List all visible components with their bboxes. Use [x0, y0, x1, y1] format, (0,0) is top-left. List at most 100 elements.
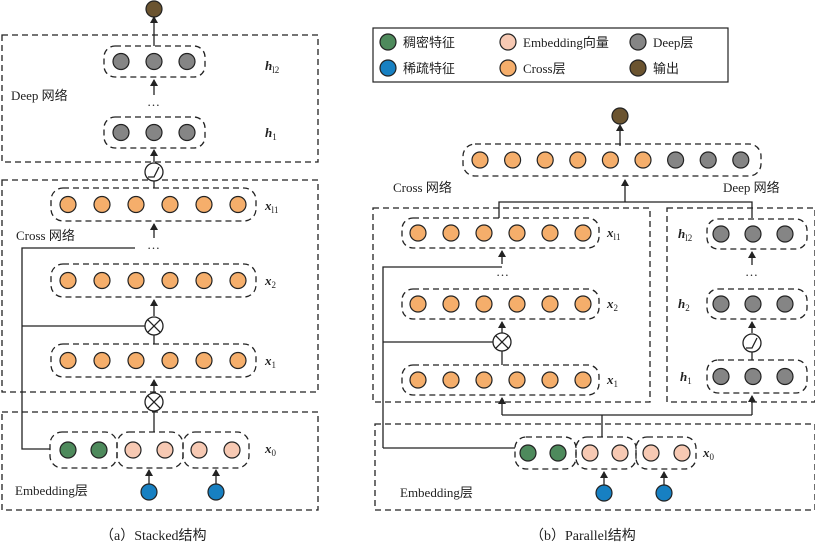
stacked-embedding-label: Embedding层 [15, 483, 88, 498]
embedding-group [116, 431, 184, 469]
embedding-node [673, 444, 691, 462]
stacked-cross-label: Cross 网络 [16, 228, 75, 243]
stacked-cross-network-box [1, 179, 319, 393]
cross-node [541, 224, 559, 242]
parallel-deep-network-box [666, 207, 815, 403]
cross-nodes [59, 271, 247, 290]
activation-icon-glyph [148, 166, 160, 178]
var-h-2: h2 [678, 296, 690, 313]
cross-node [536, 151, 554, 169]
cross-product-glyph [147, 319, 161, 333]
var-h-1: h1 [680, 369, 692, 386]
dense-node [59, 441, 77, 459]
cross-node [508, 371, 526, 389]
stacked-deep-label: Deep 网络 [11, 88, 68, 103]
deep-node [712, 367, 730, 386]
cross-layer-x-1 [50, 343, 257, 378]
cross-nodes [409, 224, 592, 242]
legend-label-cross: Cross层 [523, 61, 566, 76]
deep-layer-h-1 [706, 359, 808, 394]
activation-icon [742, 333, 762, 353]
cross-node [195, 351, 213, 370]
dense-node [90, 441, 108, 459]
deep-node [776, 295, 794, 313]
legend-swatch-deep [629, 33, 647, 51]
cross-node [127, 271, 145, 290]
deep-node [712, 295, 730, 313]
cross-node [93, 271, 111, 290]
cross-node [409, 371, 427, 389]
cross-node [59, 351, 77, 370]
cross-layer-x-l1 [50, 187, 257, 222]
cross-node [93, 195, 111, 214]
legend-swatch-output [629, 59, 647, 77]
deep-layer-h-l2 [103, 45, 206, 78]
cross-node [601, 151, 620, 169]
deep-node [712, 225, 730, 243]
var-x-l1: xl1 [606, 225, 621, 242]
deep-nodes [112, 52, 196, 71]
stacked-deep-network-box [1, 34, 319, 163]
deep-node [666, 151, 685, 169]
embedding-node [156, 441, 174, 459]
cross-node [229, 351, 247, 370]
var-x-0: x0 [264, 441, 277, 458]
ellipsis: … [496, 264, 509, 279]
input-nodes [59, 441, 241, 459]
deep-node [776, 225, 794, 243]
legend-label-embedding: Embedding向量 [523, 35, 609, 50]
output-node [611, 107, 629, 125]
parallel-deep-label: Deep 网络 [723, 180, 780, 195]
embedding-node [581, 444, 599, 462]
deep-node [145, 123, 163, 142]
legend-swatch-cross [499, 59, 517, 77]
x0-skip-connection [382, 266, 502, 448]
legend-box [372, 27, 729, 83]
dense-feature-group [49, 431, 118, 469]
deep-nodes [112, 123, 196, 142]
deep-layer-h-1 [103, 116, 206, 149]
deep-nodes [712, 367, 794, 386]
cross-node [541, 371, 559, 389]
deep-nodes [712, 295, 794, 313]
parallel-caption: （b）Parallel结构 [530, 528, 636, 544]
cross-node [475, 371, 493, 389]
cross-nodes [409, 295, 592, 313]
embedding-node [190, 441, 208, 459]
cross-node [127, 195, 145, 214]
parallel-embedding-box [374, 423, 815, 511]
embedding-node [642, 444, 660, 462]
legend-label-sparse: 稀疏特征 [403, 61, 455, 76]
cross-node [574, 295, 592, 313]
var-h-l2: hl2 [678, 226, 692, 243]
parallel-cross-label: Cross 网络 [393, 180, 452, 195]
cross-node [161, 195, 179, 214]
deep-node [145, 52, 163, 71]
ellipsis: … [147, 94, 160, 109]
deep-node [776, 367, 794, 386]
deep-node [744, 367, 762, 386]
cross-node [229, 271, 247, 290]
deep-node [178, 52, 196, 71]
cross-node [195, 271, 213, 290]
cross-node [59, 271, 77, 290]
deep-node [112, 123, 130, 142]
deep-node [744, 225, 762, 243]
legend-label-deep: Deep层 [653, 35, 693, 50]
cross-node [127, 351, 145, 370]
cross-node [195, 195, 213, 214]
cross-nodes [409, 371, 592, 389]
cross-node [409, 224, 427, 242]
deep-node [744, 295, 762, 313]
var-h-l2: hl2 [265, 58, 279, 75]
input-nodes [519, 444, 691, 462]
cross-node [161, 271, 179, 290]
legend-swatch-sparse [379, 59, 397, 77]
cross-node [471, 151, 489, 169]
activation-icon-glyph [746, 337, 758, 349]
embedding-node [124, 441, 142, 459]
output-node [145, 0, 163, 18]
cross-layer-x-1 [401, 364, 600, 396]
